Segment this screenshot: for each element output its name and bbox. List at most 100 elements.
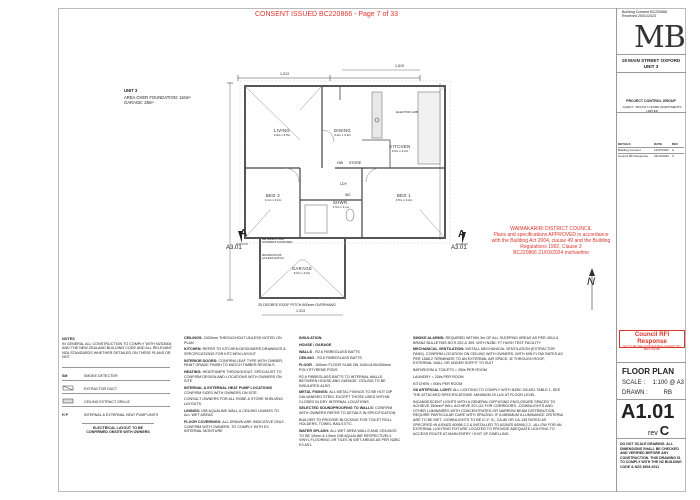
spec-text: - R2.6 FIBREGLASS BATTS [312, 349, 360, 354]
spec-note: CEILINGS: 2420mm THROUGHOUT UNLESS NOTED… [184, 336, 286, 345]
roof-access-label: 600x600 ROOF ACCESS HATCH [262, 253, 284, 261]
rev-col-details: DETAILS [618, 142, 631, 146]
rev-label: rev [648, 430, 658, 437]
spec-text: HEATPUMPS THROUGHOUT. SPECIALIST TO CONF… [184, 370, 282, 384]
garage-line: GARAGE: 28m² [124, 100, 154, 105]
consent-header: CONSENT ISSUED BC220866 - Page 7 of 33 [255, 11, 399, 18]
rev-value: C [659, 423, 670, 438]
spec-heading: HOUSE / GARAGE [299, 342, 332, 347]
spec-note: G8 ARTIFICIAL LIGHT: ALL LIGHTING TO COM… [413, 388, 563, 397]
client-name: CLIENT : MOUNT LYFORD INVESTMENTS LIMITE… [622, 105, 682, 114]
section-ref-left: A3.01 [226, 245, 242, 251]
spec-heading: HEATING: [184, 370, 202, 375]
spec-note: BATHROOM & TOILETS = 25l/s PER ROOM [413, 368, 563, 373]
spec-note: HOUSE / GARAGE [299, 343, 401, 348]
spec-text: INSTALL MECHANICAL VENTILATION (EXTRACTO… [413, 347, 563, 366]
spec-heading: INTERNAL & EXTERNAL HEAT PUMP LOCATIONS [184, 386, 272, 391]
spec-text: - R3.6 FIBREGLASS BATTS [315, 356, 362, 361]
spec-note: KITCHEN = 50l/s PER ROOM [413, 382, 563, 387]
room-name: BED 3 [265, 193, 281, 198]
spec-text: BUILDER TO PROVIDE BLOCKING FOR TOILET R… [299, 417, 392, 427]
rev-details: Building Consent [618, 148, 641, 152]
room-shwr: SHWR.1.5m x 2.1m [328, 200, 354, 209]
room-wc: WC [345, 193, 351, 197]
approval-line4: Regulations 1992, Clause 3 [520, 244, 582, 250]
room-size: 3.2m x 3.3m [334, 133, 351, 137]
tb-divider [616, 438, 686, 439]
spec-text: BATHROOM & TOILETS = 25l/s PER ROOM [413, 367, 487, 372]
spec-text: CONFIRM LEAF TYPE WITH OWNER, PAINT GRAD… [184, 358, 284, 368]
spec-note: INSULATION: [299, 336, 401, 341]
spec-heading: KITCHEN: [184, 347, 202, 352]
spec-text: CONFIRM WITH OWNERS REFER TO DETAILS IN … [299, 406, 396, 416]
spec-text: ALL LIGHTING TO COMPLY WITH NZBC G8 AS1 … [413, 388, 561, 397]
project-address: 18 MAIN STREET OXFORD UNIT 3 [618, 58, 684, 70]
room-size: 1.5m x 2.1m [332, 205, 350, 209]
spec-text: ALL WET AREA WALLS AND CEILINGS TO BE 10… [299, 429, 401, 447]
approval-line3: with the Building Act 2004, clause 49 an… [491, 238, 611, 244]
notes-body: IN GENERAL ALL CONSTRUCTION TO COMPLY WI… [62, 341, 172, 360]
spec-heading: G8 ARTIFICIAL LIGHT: [413, 388, 453, 393]
spec-heading: INSULATION: [299, 336, 323, 340]
corner-stamp-line1: Building Consent BC220866 [622, 10, 668, 14]
rfi-note: NOT TO BE USED UNTIL BUILDING CONSENT HA… [623, 345, 681, 351]
room-name: LIVING [273, 128, 291, 133]
dim-top: 1,313 [280, 72, 289, 76]
room-name: BED 1 [396, 193, 412, 198]
legend-footer: ELECTRICAL LAYOUT TO BE CONFIRMED ONSITE… [82, 423, 154, 435]
spec-heading: CEILINGS: [184, 336, 203, 340]
legend-row: H P INTERNAL & EXTERNAL HEAT PUMP UNITS [62, 406, 170, 419]
revision-table: DETAILS DATE REV Building Consent 11/07/… [618, 142, 684, 159]
spec-note: FLOOR COVERINGS: ALL DRAWN ARE INDICATIV… [184, 420, 286, 434]
ceiling-grille-icon [62, 398, 84, 405]
spec-text: ALL METAL FIXINGS TO BE HOT DIP GALVANIS… [299, 390, 393, 404]
section-marker-right: A [458, 229, 466, 240]
spec-heading: SELECTED SOUNDPROOFING TO WALLS: [299, 406, 374, 411]
spec-column-1: CEILINGS: 2420mm THROUGHOUT UNLESS NOTED… [184, 336, 286, 436]
spec-text: REQUIRED WITHIN 3m OF ALL SLEEPING AREAS… [413, 336, 559, 345]
room-name: DINING [333, 128, 352, 133]
section-ref-right: A3.01 [451, 245, 467, 251]
rfi-stamp: Council RFI Response NOT TO BE USED UNTI… [619, 330, 685, 351]
spec-note: WALLS - R2.6 FIBREGLASS BATTS [299, 350, 401, 355]
spec-note: MECHANICAL VENTILATION: INSTALL MECHANIC… [413, 347, 563, 365]
dim-bottom: 1,313 [296, 309, 305, 313]
spec-heading: FLOOR COVERINGS: [184, 420, 222, 425]
rev-date: 11/07/2022 [654, 148, 669, 152]
spec-note: CEILING - R3.6 FIBREGLASS BATTS [299, 356, 401, 361]
rev-col-date: DATE [654, 142, 662, 146]
legend-row: CEILING EXTRACT GRILLE [62, 393, 170, 406]
drawn-label: DRAWN : [622, 390, 648, 396]
corner-stamp-line2: Received 25/01/2023 [622, 14, 656, 19]
project-line1: 18 MAIN STREET OXFORD [621, 58, 681, 63]
rfi-title: Council RFI Response [634, 331, 670, 345]
spec-note: HEATING: HEATPUMPS THROUGHOUT. SPECIALIS… [184, 370, 286, 384]
company-name: PROJECT CONTROL GROUP [626, 99, 676, 103]
room-ldy: LDY [340, 182, 347, 186]
rev-code: C [672, 154, 675, 158]
legend-row: EXTRACTOR DUCT [62, 380, 170, 393]
approval-stamp: WAIMAKARIRI DISTRICT COUNCIL Plans and s… [486, 226, 616, 256]
spec-text: INCANDESCENT LIGHTS WITH A GENERAL DIFFU… [413, 399, 563, 436]
revision-row: Council RFI Response 24/10/2022 C [618, 153, 684, 159]
electric-hob-label: ELECTRIC HOB [396, 110, 419, 114]
approval-line1: WAIMAKARIRI DISTRICT COUNCIL [510, 226, 592, 232]
legend-label: SMOKE DETECTOR [84, 373, 118, 378]
title-block [616, 8, 686, 492]
sheet-number: A1.01 [621, 401, 675, 423]
spec-heading: MECHANICAL VENTILATION: [413, 347, 465, 352]
spec-note: R2.6 FIBREGLASS BATTS TO INTERNAL WALLS … [299, 375, 401, 389]
scale-row: SCALE : 1:100 @ A3 [622, 380, 684, 386]
room-size: 3.9m x 5.5m [273, 133, 291, 137]
legend-label: EXTRACTOR DUCT [84, 386, 118, 391]
spec-heading: INTERIOR DOORS: [184, 358, 218, 363]
tb-divider [616, 399, 686, 400]
unit-info: UNIT 3 AREA OVER FOUNDATION: 116m² GARAG… [124, 88, 191, 105]
spec-text: - 100mm FLOOR SLAB ON 1100x1100x300mm PO… [299, 363, 392, 372]
room-name: SHWR. [333, 200, 349, 205]
room-name: KITCHEN [389, 144, 411, 149]
spec-column-2: INSULATION: HOUSE / GARAGE WALLS - R2.6 … [299, 336, 401, 450]
